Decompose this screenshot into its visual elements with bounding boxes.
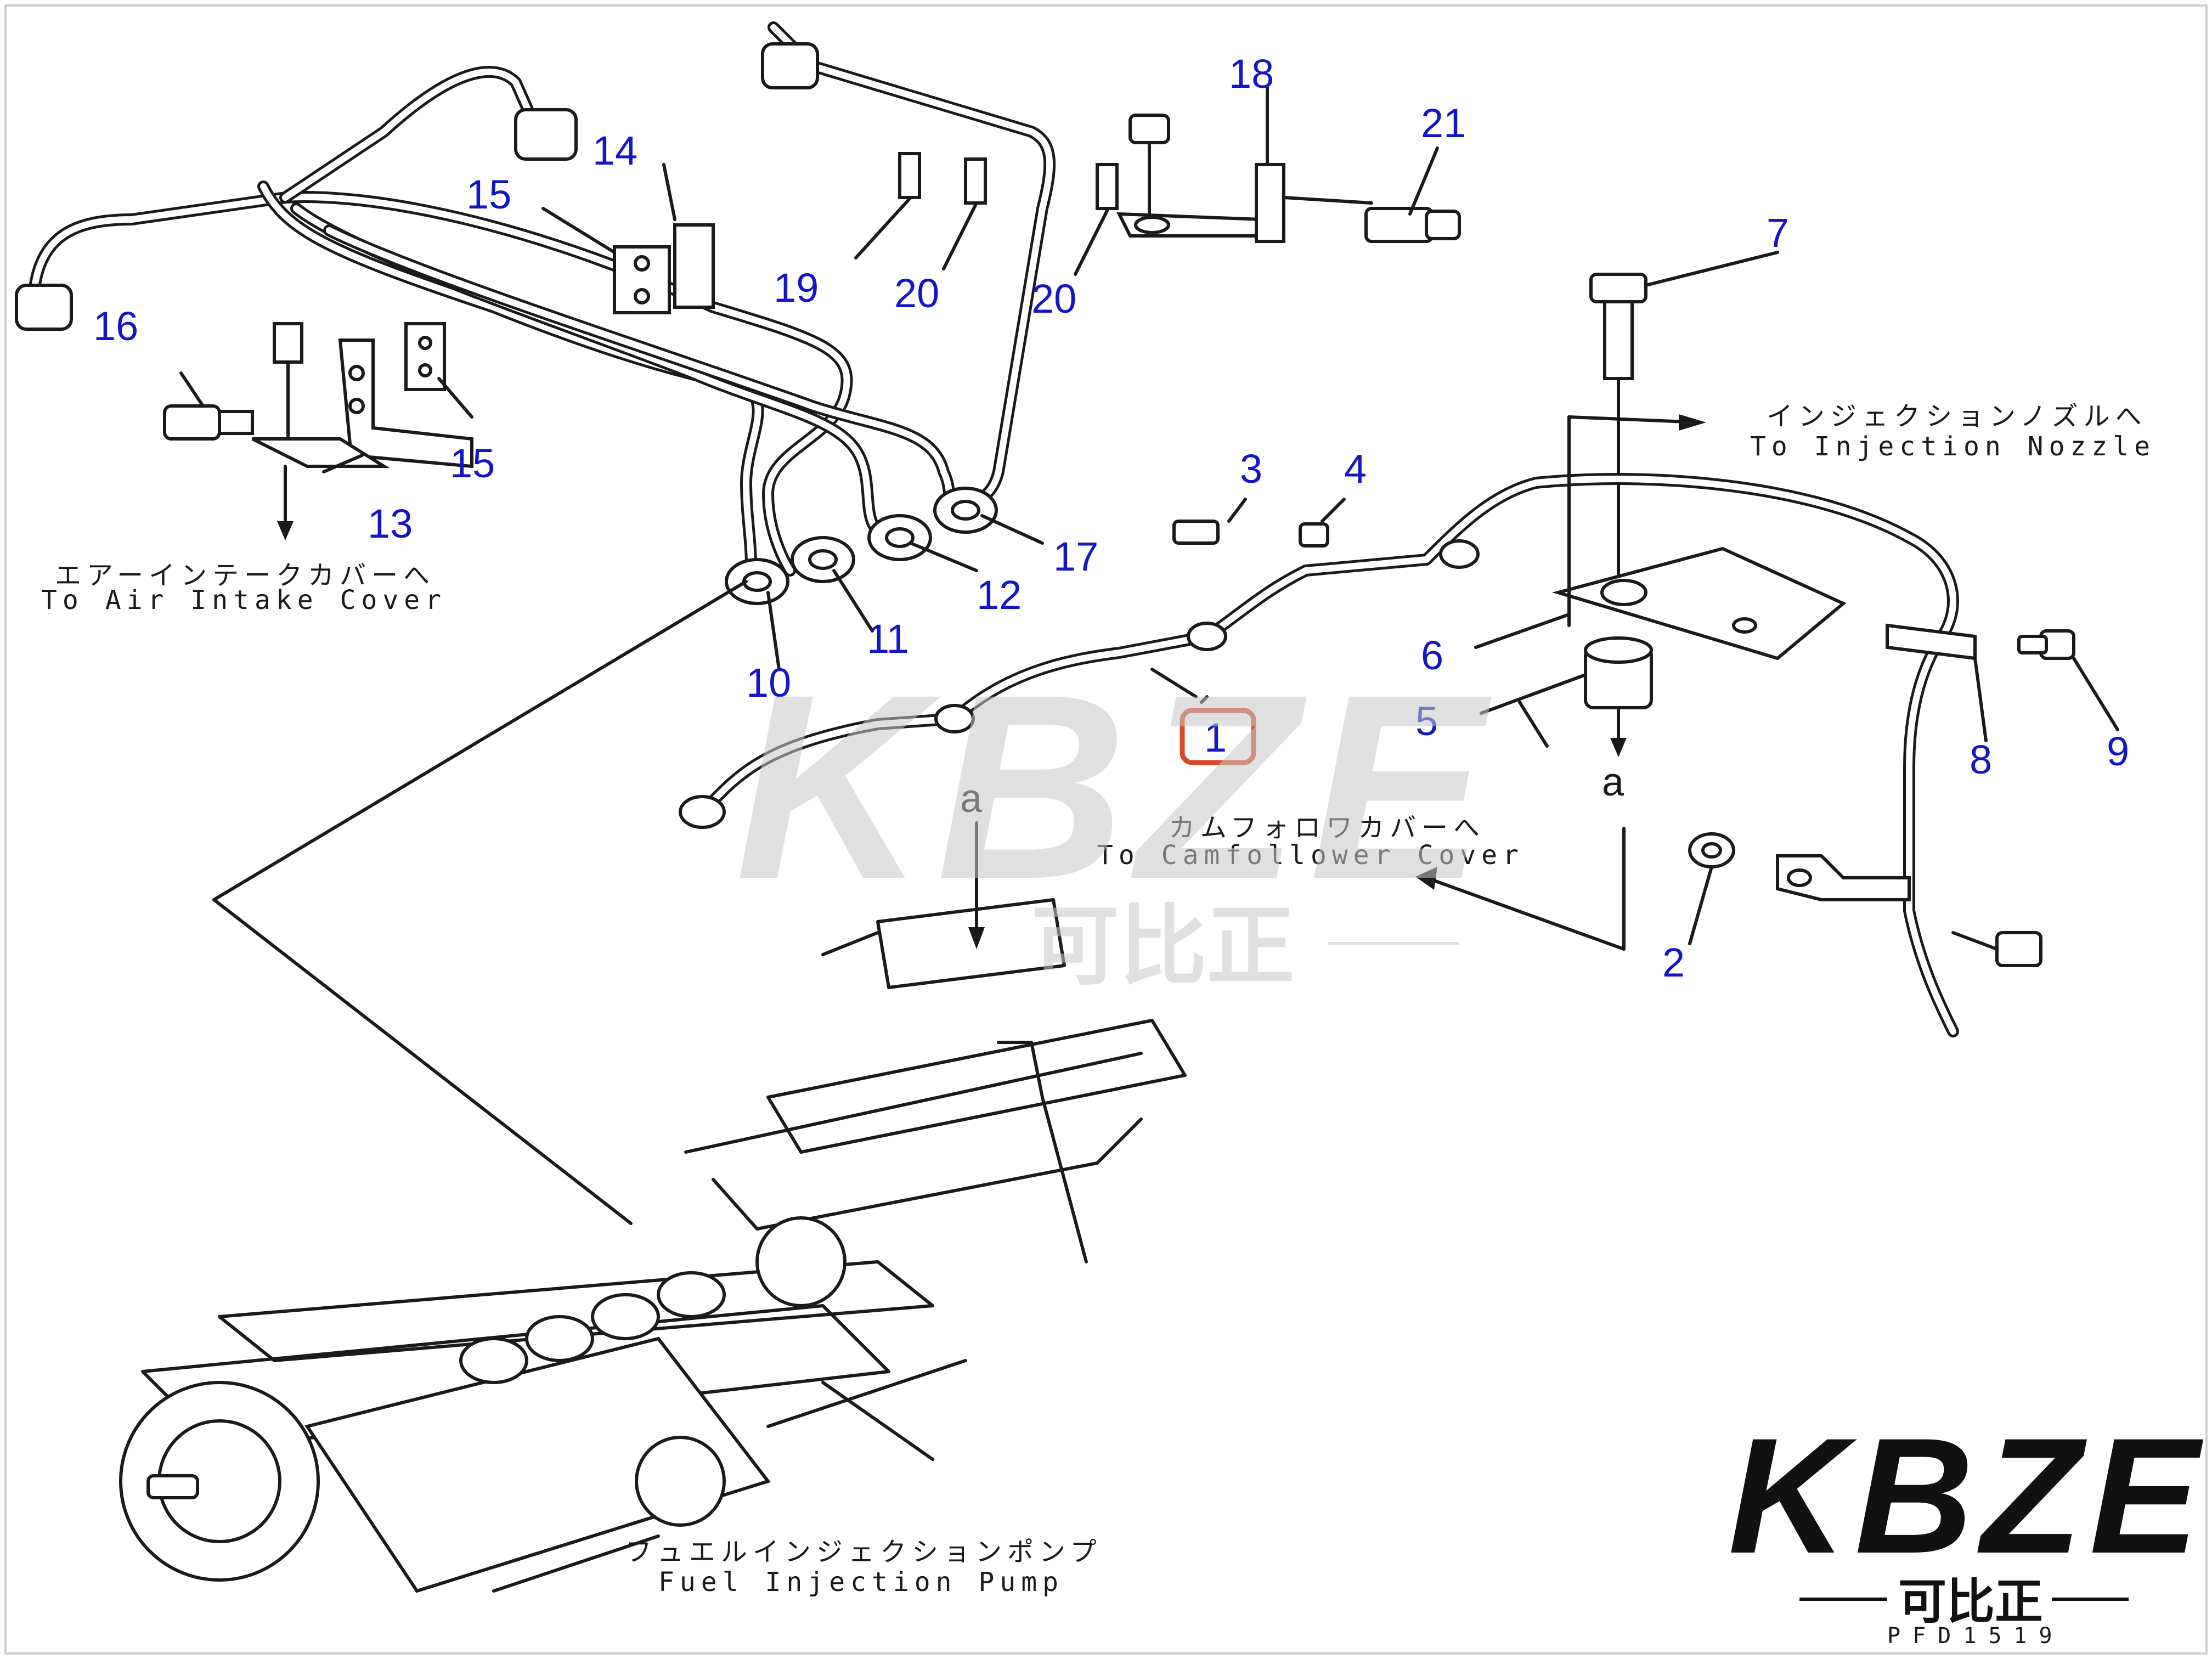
camfollower-en: To Camfollower Cover [1097,840,1524,871]
fuel-injection-pump [119,898,1187,1593]
pump-jp: フュエルインジェクションポンプ [625,1537,1102,1567]
bracket-18-bolt-21 [1116,114,1461,243]
reference-mark-a-left: a [960,777,983,821]
callout-10: 10 [746,660,791,706]
callout-7: 7 [1767,210,1789,256]
pump-en: Fuel Injection Pump [658,1567,1064,1598]
pipe-clips [898,152,1119,210]
callout-14: 14 [592,128,637,173]
return-tube-1 [679,473,2075,1037]
callout-4: 4 [1344,446,1367,492]
callout-21: 21 [1421,100,1466,146]
callout-15-lower: 15 [450,441,495,486]
callout-numbers: 1 2 3 4 5 6 7 8 9 10 11 12 13 14 15 15 1… [93,51,2129,985]
brand-logo: KBZE 可比正 PFD1519 [1728,1403,2207,1649]
callout-16: 16 [93,303,138,349]
callout-20: 20 [894,270,939,316]
bolt-spacer-assembly [1551,273,1847,757]
air-intake-jp: エアーインテークカバーへ [55,560,435,591]
diagram-frame [4,4,2208,1655]
callout-19: 19 [774,265,819,311]
callout-8: 8 [1970,737,1992,782]
callout-3: 3 [1240,446,1262,492]
callout-17: 17 [1053,534,1098,579]
reference-mark-a-right: a [1602,760,1624,804]
callout-18: 18 [1229,51,1274,97]
callout-15: 15 [466,172,511,217]
document-id: PFD1519 [1887,1623,2064,1649]
injection-nozzle-en: To Injection Nozzle [1750,431,2155,462]
camfollower-jp: カムフォロワカバーへ [1169,812,1485,843]
injection-nozzle-jp: インジェクションノズルへ [1767,401,2147,432]
annotations: インジェクションノズルへ To Injection Nozzle エアーインテー… [41,401,2155,1598]
callout-leaders [179,86,2119,945]
callout-2: 2 [1662,940,1685,985]
callout-13: 13 [368,501,413,546]
logo-brand: KBZE [1728,1403,2207,1588]
callout-5: 5 [1415,698,1438,744]
callout-20-second: 20 [1031,276,1076,321]
callout-12: 12 [977,572,1022,618]
callout-6: 6 [1421,633,1443,678]
callout-9: 9 [2107,729,2129,774]
logo-chinese: 可比正 [1898,1573,2043,1630]
highlight-box [1180,708,1256,765]
watermark-brand: KBZE [735,639,1496,934]
watermark-chinese: 可比正 [1031,895,1295,997]
callout-11: 11 [867,616,909,662]
air-intake-en: To Air Intake Cover [41,585,447,616]
camfollower-reference [968,414,1706,951]
pipe-to-pump-leader [212,580,748,901]
callout-1: 1 [1204,715,1227,760]
watermark: KBZE 可比正 [735,639,1496,997]
injection-pipes [15,21,1056,605]
clamp-brackets [163,223,715,540]
